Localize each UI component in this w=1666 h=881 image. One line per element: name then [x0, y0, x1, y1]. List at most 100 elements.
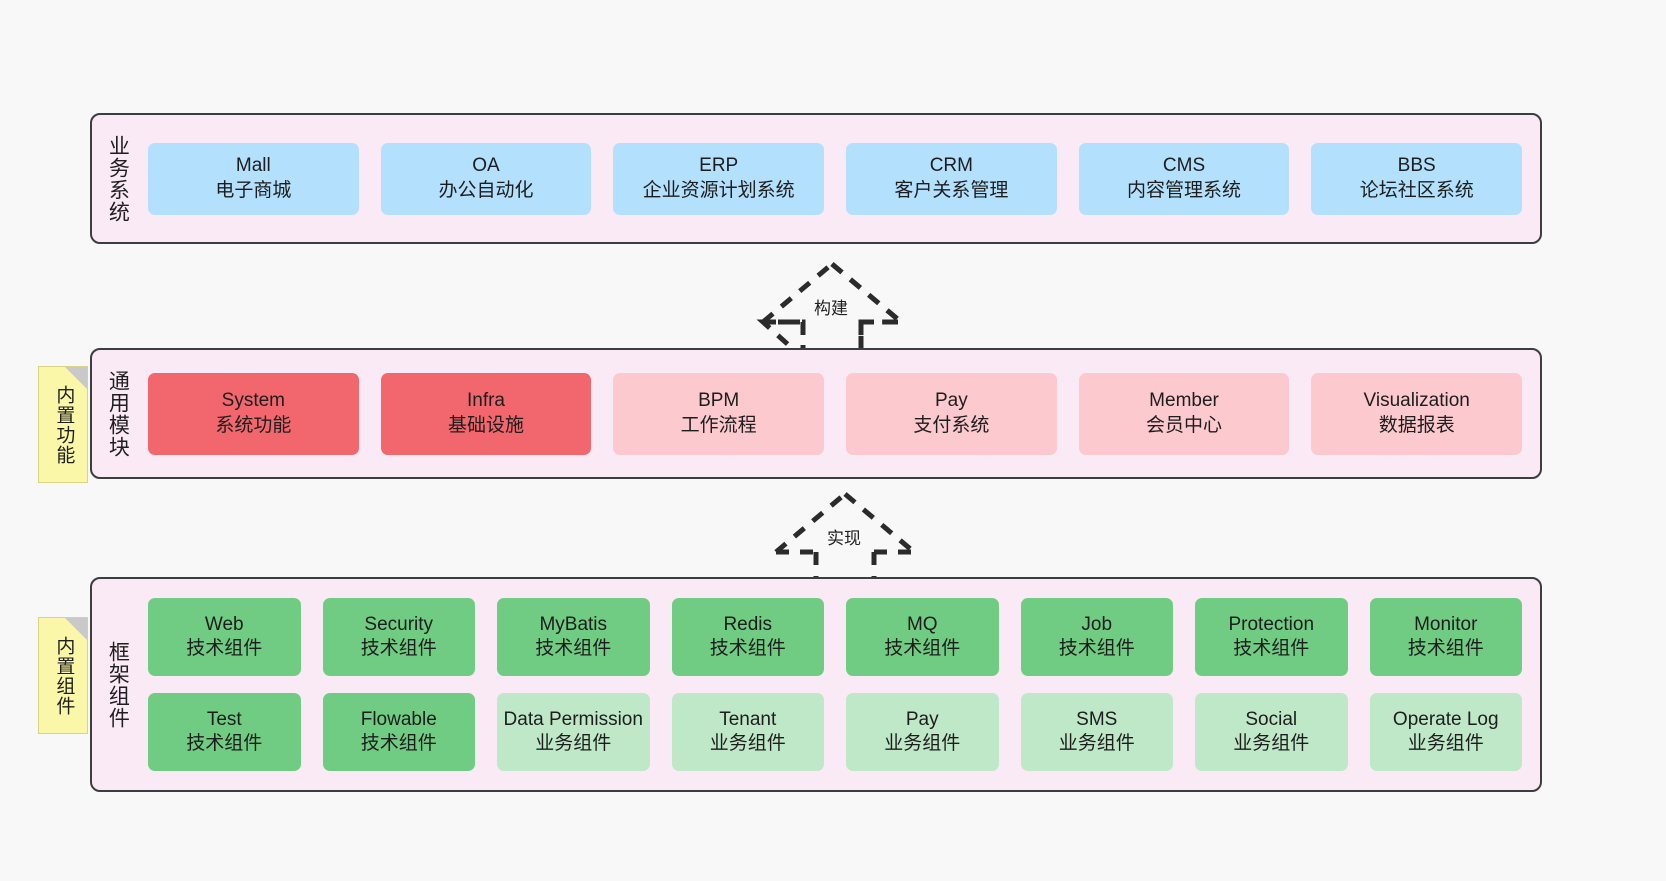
node-pay-module[interactable]: Pay 支付系统 [846, 372, 1057, 455]
layer-modules-title: 通用模块 [106, 369, 130, 458]
node-bpm-cn: 工作流程 [680, 414, 757, 436]
note-builtin-features-label: 内置功能 [53, 384, 75, 465]
node-web-en: Web [204, 613, 244, 635]
business-row: Mall 电子商城 OA 办公自动化 ERP 企业资源计划系统 CRM 客户关系… [148, 142, 1523, 215]
connector-realize-label: 实现 [827, 529, 861, 548]
node-member-en: Member [1149, 390, 1219, 412]
node-pay-component-en: Pay [905, 708, 939, 730]
node-monitor-cn: 技术组件 [1407, 638, 1484, 659]
node-cms-en: CMS [1162, 155, 1206, 177]
node-operate-log[interactable]: Operate Log 业务组件 [1369, 693, 1522, 771]
node-member-cn: 会员中心 [1146, 414, 1223, 436]
layer-modules-body: System 系统功能 Infra 基础设施 BPM 工作流程 Pay 支付系统… [142, 350, 1540, 477]
node-visualization-cn: 数据报表 [1378, 414, 1455, 436]
node-flowable-en: Flowable [360, 708, 437, 730]
note-builtin-components: 内置组件 [38, 617, 88, 734]
node-job[interactable]: Job 技术组件 [1020, 598, 1173, 676]
node-infra[interactable]: Infra 基础设施 [380, 372, 592, 455]
node-security-cn: 技术组件 [360, 638, 437, 659]
node-redis-cn: 技术组件 [709, 638, 786, 659]
node-mybatis-cn: 技术组件 [535, 638, 612, 659]
node-security[interactable]: Security 技术组件 [322, 598, 475, 676]
node-oa-cn: 办公自动化 [438, 179, 534, 201]
node-test[interactable]: Test 技术组件 [148, 693, 301, 771]
layer-framework-title: 框架组件 [106, 640, 130, 729]
node-crm[interactable]: CRM 客户关系管理 [846, 142, 1057, 215]
node-bpm[interactable]: BPM 工作流程 [613, 372, 825, 455]
node-mq-en: MQ [906, 613, 938, 635]
node-flowable[interactable]: Flowable 技术组件 [322, 693, 475, 771]
modules-row: System 系统功能 Infra 基础设施 BPM 工作流程 Pay 支付系统… [148, 372, 1523, 455]
layer-business-body: Mall 电子商城 OA 办公自动化 ERP 企业资源计划系统 CRM 客户关系… [142, 115, 1540, 242]
node-tenant-cn: 业务组件 [709, 733, 786, 754]
node-tenant-en: Tenant [719, 708, 777, 730]
node-pay-module-cn: 支付系统 [913, 414, 990, 436]
node-sms-en: SMS [1076, 708, 1118, 730]
node-bbs[interactable]: BBS 论坛社区系统 [1311, 142, 1523, 215]
node-member[interactable]: Member 会员中心 [1078, 372, 1290, 455]
node-system[interactable]: System 系统功能 [148, 372, 359, 455]
node-pay-module-en: Pay [934, 390, 968, 412]
connector-realize: 实现 [770, 488, 920, 591]
node-pay-component-cn: 业务组件 [884, 733, 961, 754]
connector-build: 构建 [756, 258, 908, 364]
node-redis-en: Redis [723, 613, 773, 635]
node-redis[interactable]: Redis 技术组件 [671, 598, 824, 676]
node-mall-cn: 电子商城 [215, 179, 292, 201]
node-infra-en: Infra [466, 390, 506, 412]
node-monitor[interactable]: Monitor 技术组件 [1369, 598, 1522, 676]
node-oa[interactable]: OA 办公自动化 [380, 142, 592, 215]
node-web[interactable]: Web 技术组件 [148, 598, 301, 676]
node-job-en: Job [1081, 613, 1113, 635]
node-system-en: System [221, 390, 286, 412]
node-web-cn: 技术组件 [186, 638, 263, 659]
node-bbs-en: BBS [1397, 155, 1436, 177]
node-crm-en: CRM [929, 155, 973, 177]
node-data-permission[interactable]: Data Permission 业务组件 [497, 693, 650, 771]
node-flowable-cn: 技术组件 [360, 733, 437, 754]
node-mybatis[interactable]: MyBatis 技术组件 [497, 598, 650, 676]
node-sms-cn: 业务组件 [1058, 733, 1135, 754]
note-builtin-components-label: 内置组件 [53, 635, 75, 716]
node-infra-cn: 基础设施 [448, 414, 525, 436]
note-builtin-features: 内置功能 [38, 366, 88, 483]
node-erp[interactable]: ERP 企业资源计划系统 [613, 142, 825, 215]
build-arrow-head [761, 262, 903, 324]
node-mall-en: Mall [235, 155, 271, 177]
node-operate-log-en: Operate Log [1392, 708, 1499, 730]
node-monitor-en: Monitor [1414, 613, 1478, 635]
layer-business-title: 业务系统 [106, 134, 130, 223]
node-data-permission-en: Data Permission [503, 708, 643, 730]
build-arrow-shape [756, 262, 908, 364]
node-cms-cn: 内容管理系统 [1127, 179, 1242, 201]
connector-build-label: 构建 [814, 299, 848, 318]
node-erp-cn: 企业资源计划系统 [642, 179, 795, 201]
node-social-en: Social [1245, 708, 1298, 730]
note-fold-icon [65, 618, 87, 640]
node-visualization[interactable]: Visualization 数据报表 [1311, 372, 1523, 455]
node-pay-component[interactable]: Pay 业务组件 [846, 693, 999, 771]
node-mq[interactable]: MQ 技术组件 [846, 598, 999, 676]
node-social-cn: 业务组件 [1233, 733, 1310, 754]
node-tenant[interactable]: Tenant 业务组件 [671, 693, 824, 771]
node-security-en: Security [364, 613, 434, 635]
node-protection[interactable]: Protection 技术组件 [1195, 598, 1348, 676]
node-system-cn: 系统功能 [215, 414, 292, 436]
node-mall[interactable]: Mall 电子商城 [148, 142, 359, 215]
node-cms[interactable]: CMS 内容管理系统 [1078, 142, 1290, 215]
node-bpm-en: BPM [698, 390, 740, 412]
layer-common-modules: 通用模块 System 系统功能 Infra 基础设施 BPM 工作流程 Pay… [90, 348, 1542, 479]
node-sms[interactable]: SMS 业务组件 [1020, 693, 1173, 771]
node-social[interactable]: Social 业务组件 [1195, 693, 1348, 771]
node-visualization-en: Visualization [1363, 390, 1470, 412]
note-fold-icon [65, 367, 87, 389]
node-bbs-cn: 论坛社区系统 [1359, 179, 1474, 201]
node-test-en: Test [206, 708, 242, 730]
framework-row-tech: Web 技术组件 Security 技术组件 MyBatis 技术组件 Redi… [148, 598, 1522, 676]
node-mq-cn: 技术组件 [884, 638, 961, 659]
node-oa-en: OA [472, 155, 500, 177]
node-data-permission-cn: 业务组件 [535, 733, 612, 754]
layer-framework-components: 框架组件 Web 技术组件 Security 技术组件 MyBatis 技术组件… [90, 577, 1542, 792]
node-erp-en: ERP [699, 155, 739, 177]
